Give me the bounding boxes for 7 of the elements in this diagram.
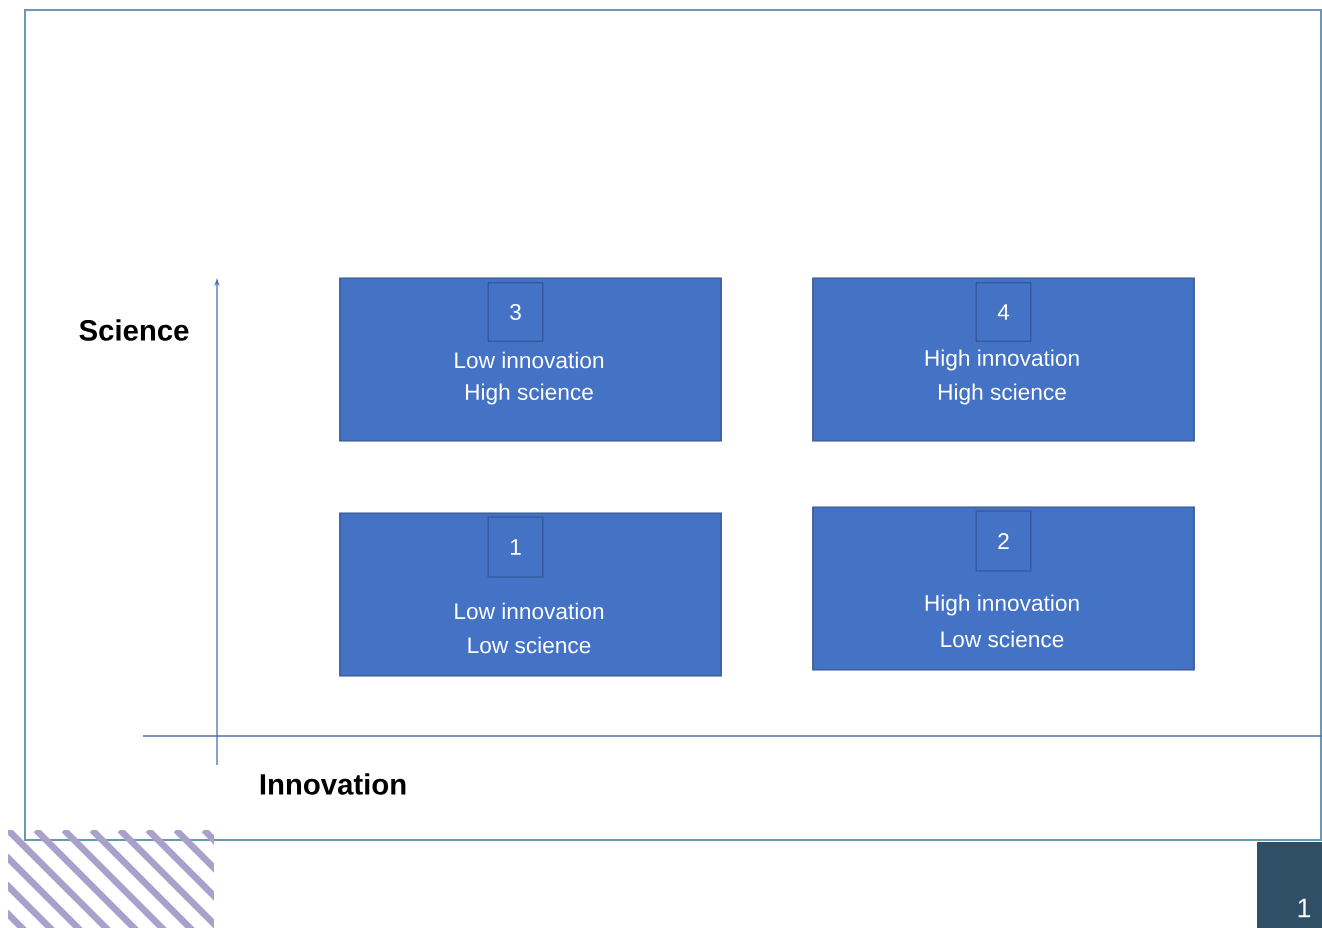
number-box: 3	[487, 282, 544, 342]
number-box: 4	[975, 282, 1032, 342]
page-number: 1	[1298, 898, 1311, 918]
axis-label: Science	[79, 319, 189, 341]
axis-label: Innovation	[260, 773, 406, 795]
number-box: 2	[975, 510, 1032, 572]
number-box: 1	[487, 516, 544, 578]
